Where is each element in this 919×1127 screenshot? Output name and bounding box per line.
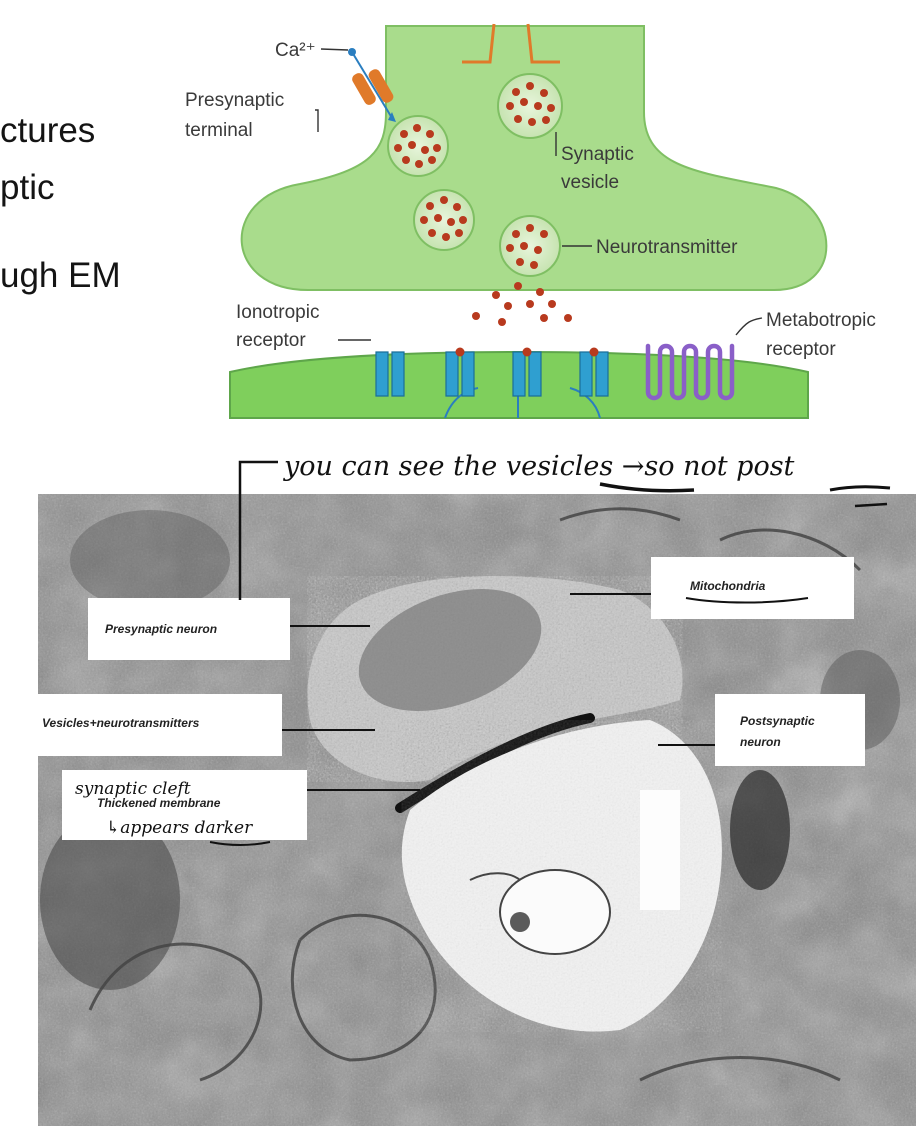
channel-top-icon (462, 23, 560, 64)
em-mitochondria-label-box (651, 557, 854, 619)
em-thickened-membrane-label: Thickened membrane (97, 796, 221, 810)
ionotropic-receptor-label-2: receptor (236, 330, 306, 351)
presynaptic-terminal-label-2: terminal (185, 120, 253, 141)
ionotropic-receptor-icon (512, 351, 542, 397)
em-postsynaptic-label-box (715, 694, 865, 766)
synapse-schematic: Ca²⁺ (185, 23, 876, 419)
presynaptic-terminal-label: Presynaptic (185, 90, 284, 111)
ionotropic-receptor-icon (375, 351, 405, 397)
calcium-channel-icon (320, 48, 396, 122)
metabotropic-receptor-icon (645, 343, 735, 401)
slide-text-line-1: ctures (0, 111, 96, 150)
electron-micrograph: Presynaptic neuron Mitochondria Vesicles… (38, 494, 916, 1126)
ionotropic-receptor-label: Ionotropic (236, 302, 319, 323)
ionotropic-receptors (375, 351, 609, 397)
ionotropic-receptor-icon (579, 351, 609, 397)
annotation-bracket (238, 460, 278, 600)
handwritten-synaptic-cleft: synaptic cleft (75, 779, 191, 799)
neurotransmitter-label: Neurotransmitter (596, 237, 738, 258)
slide-text-line-2: ptic (0, 168, 55, 207)
handwritten-top-note: you can see the vesicles →so not post (283, 451, 795, 482)
metabotropic-receptor-label: Metabotropic (766, 310, 876, 331)
em-vesicles-label: Vesicles+neurotransmitters (42, 716, 200, 730)
slide-text-line-3: ugh EM (0, 256, 121, 295)
em-postsynaptic-label-2: neuron (740, 735, 781, 749)
handwritten-appears-darker: ↳appears darker (106, 818, 253, 838)
em-thickened-membrane-label-box (62, 770, 307, 840)
vesicles (387, 73, 572, 326)
em-vesicles-label-box (38, 694, 282, 756)
synaptic-vesicle-label-2: vesicle (561, 172, 619, 193)
em-thickened-membrane (395, 713, 595, 813)
em-presynaptic-label-box (88, 598, 290, 660)
em-mitochondria (358, 588, 542, 712)
metabotropic-receptor-label-2: receptor (766, 339, 836, 360)
calcium-label: Ca²⁺ (275, 40, 316, 61)
em-mitochondria-label: Mitochondria (690, 579, 766, 593)
handwritten-annotations: you can see the vesicles →so not post sy… (75, 451, 891, 846)
em-postsynaptic-label: Postsynaptic (740, 714, 815, 728)
synaptic-vesicle-label: Synaptic (561, 144, 634, 165)
ionotropic-receptor-icon (445, 351, 475, 397)
em-presynaptic-label: Presynaptic neuron (105, 622, 217, 636)
